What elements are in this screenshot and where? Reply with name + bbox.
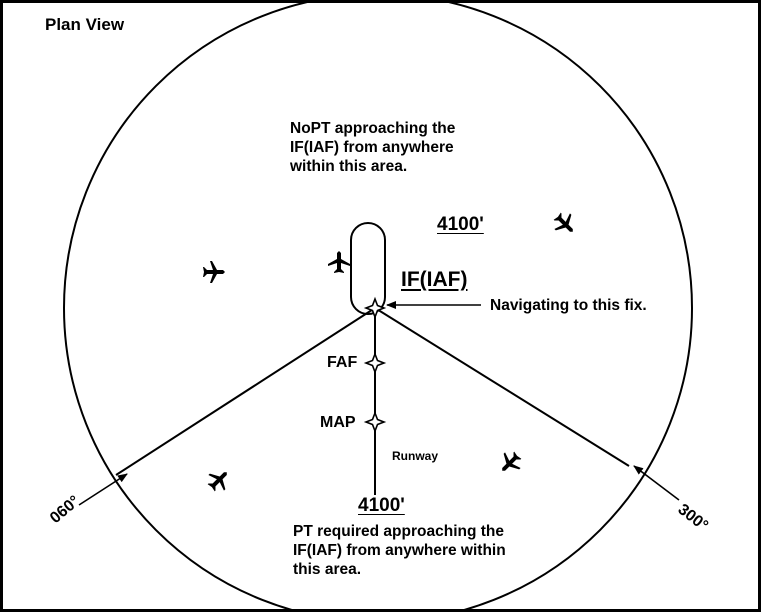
aircraft-icon-lower-right [494, 447, 526, 479]
sector-line-300 [374, 307, 630, 467]
runway-label: Runway [392, 449, 439, 463]
faf-fix-star-icon [365, 353, 385, 373]
aircraft-icon-holding [328, 251, 350, 273]
aircraft-icon-lower-left [203, 464, 235, 496]
sector-line-060 [115, 307, 376, 476]
bottom-altitude-label: 4100' [358, 495, 405, 516]
fix-note: Navigating to this fix. [490, 297, 647, 314]
map-fix-star-icon [365, 412, 385, 432]
diagram-title: Plan View [45, 15, 125, 34]
holding-pattern [350, 222, 386, 315]
pt-area-note: PT required approaching the IF(IAF) from… [293, 523, 506, 578]
bearing-060-arrow-icon [78, 473, 128, 506]
aircraft-icon-upper-right [549, 208, 581, 240]
bearing-300-arrow-icon [633, 465, 680, 501]
nopt-area-note: NoPT approaching the IF(IAF) from anywhe… [290, 120, 456, 175]
area-boundary-circle [63, 3, 693, 609]
top-altitude-label: 4100' [437, 214, 484, 235]
plan-view-drawing [63, 3, 693, 609]
faf-label: FAF [327, 354, 358, 371]
aircraft-icon-left [203, 261, 225, 283]
map-label: MAP [320, 414, 356, 431]
iaf-fix-label: IF(IAF) [401, 268, 468, 291]
